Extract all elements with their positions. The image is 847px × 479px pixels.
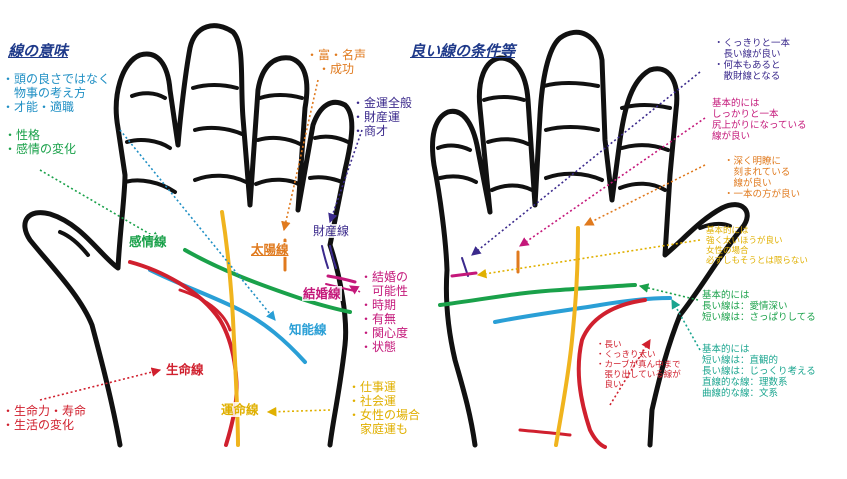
left-arrow-chino <box>119 129 276 321</box>
left-seimei-line <box>128 260 239 447</box>
right-note-taiyo: 基本的には しっかりと一本 尻上がりになっている 線が良い <box>712 98 807 142</box>
left-zaisan-line <box>321 245 329 269</box>
right-arrow-taiyo <box>519 117 706 247</box>
right-arrows <box>471 71 706 406</box>
left-finger-creases <box>58 83 350 257</box>
right-kekkon-line <box>450 271 478 278</box>
left-note-zaisan: ・金運全般 ・財産運 ・商才 <box>352 96 413 138</box>
left-arrow-seimei <box>39 367 162 401</box>
left-arrow-zaisan <box>328 129 363 224</box>
right-arrow-unmei <box>583 164 706 226</box>
left-note-unmei: ・仕事運 ・社会運 ・女性の場合 家庭運も <box>348 380 421 436</box>
left-palm-lines <box>128 210 357 447</box>
right-chino-line <box>493 296 672 324</box>
right-kanjo-line <box>438 283 637 307</box>
right-note-zaisan: ・くっきりと一本 長い線が良い ・何本もあると 散財線となる <box>714 38 791 82</box>
right-finger-creases <box>436 81 732 230</box>
left-seimei-branch <box>178 288 232 332</box>
right-title: 良い線の条件等 <box>410 42 516 60</box>
right-note-seimei: ・長い ・くっきり太い ・カーブが真ん中まで 張り出している線が 良い <box>596 340 681 390</box>
left-arrow-unmei <box>266 406 331 417</box>
left-label-kekkon: 結婚線 <box>302 286 342 301</box>
left-unmei-line <box>220 210 240 447</box>
right-note-unmei: ・深く明瞭に 刻まれている 線が良い ・一本の方が良い <box>724 156 801 200</box>
left-arrows <box>39 79 363 417</box>
right-seimei-tail <box>518 428 572 437</box>
left-label-chino: 知能線 <box>288 322 328 337</box>
right-hand-outline <box>430 29 750 448</box>
right-note-kanjo: 基本的には 長い線は：愛情深い 短い線は：さっぱりしてる <box>702 290 816 323</box>
right-note-kekkon: 基本的には 強く太いほうが良い 女性の場合 必ずしもそうとは限らない <box>706 226 808 266</box>
right-unmei-line <box>554 226 580 447</box>
left-note-chino: ・頭の良さではなく 物事の考え方 ・才能・適職 <box>2 72 111 114</box>
left-label-unmei: 運命線 <box>220 402 260 417</box>
right-note-chino: 基本的には 短い線は：直観的 長い線は：じっくり考える 直線的な線：理数系 曲線… <box>702 344 816 399</box>
left-arrow-kekkon <box>348 285 361 295</box>
left-kekkon-line <box>326 274 357 284</box>
left-zaisan-line-2 <box>329 245 337 269</box>
left-label-taiyo: 太陽線 <box>250 242 290 257</box>
right-palm-lines <box>438 226 672 449</box>
left-hand-outline <box>22 23 355 448</box>
left-note-kekkon: ・結婚の 可能性 ・時期 ・有無 ・関心度 ・状態 <box>360 270 409 354</box>
left-chino-line <box>148 268 307 364</box>
right-arrow-kekkon <box>476 239 701 279</box>
left-label-zaisan: 財産線 <box>312 224 351 238</box>
left-title: 線の意味 <box>8 42 69 60</box>
left-label-kanjo: 感情線 <box>128 234 168 249</box>
right-arrow-chino <box>671 298 701 351</box>
left-label-seimei: 生命線 <box>165 362 205 377</box>
left-kanjo-line <box>183 248 352 314</box>
right-arrow-kanjo <box>638 283 699 301</box>
left-arrow-kanjo <box>39 169 162 241</box>
left-arrow-taiyo <box>281 79 319 232</box>
right-seimei-line <box>576 298 647 449</box>
right-arrow-zaisan <box>471 71 701 256</box>
left-note-taiyo: ・富・名声 ・成功 <box>306 48 367 76</box>
left-note-seimei: ・生命力・寿命 ・生活の変化 <box>2 404 87 432</box>
left-note-kanjo: ・性格 ・感情の変化 <box>4 128 77 156</box>
right-arrow-seimei <box>609 338 651 406</box>
